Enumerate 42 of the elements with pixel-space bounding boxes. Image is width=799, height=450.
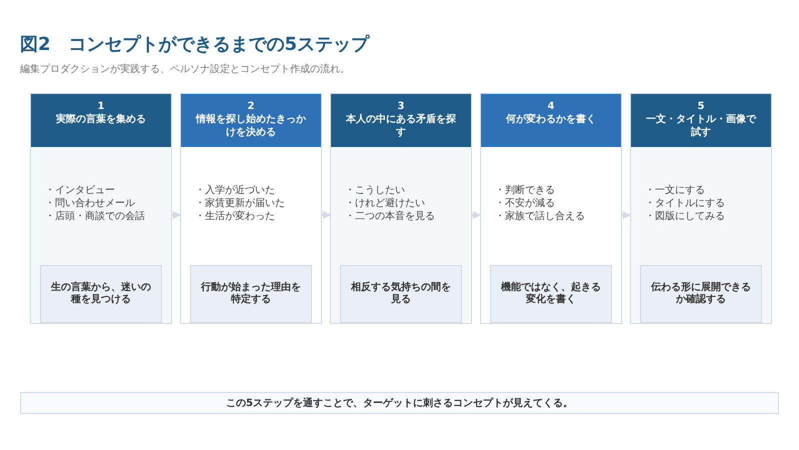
step-title: 実際の言葉を集める: [55, 113, 147, 126]
bullet-item: ・生活が変わった: [195, 210, 276, 223]
summary-box: 行動が始まった理由を特定する: [190, 265, 312, 323]
summary-box: 伝わる形に展開できるか確認する: [640, 265, 762, 323]
bullet-item: ・家族で話し合える: [495, 210, 585, 223]
bullet-item: ・問い合わせメール: [45, 197, 136, 210]
step-title: 一文・タイトル・画像で試す: [645, 113, 758, 139]
step-number: 2: [246, 100, 256, 113]
bullet-item: ・けれど避けたい: [345, 197, 426, 210]
step-number: 3: [396, 100, 406, 113]
bullet-item: ・図版にしてみる: [645, 210, 725, 223]
step-title: 何が変わるかを書く: [504, 113, 597, 126]
summary-banner: この5ステップを通すことで、ターゲットに刺さるコンセプトが見えてくる。: [20, 392, 779, 414]
bullet-item: ・二つの本音を見る: [345, 210, 435, 223]
bullet-item: ・店頭・商談での会話: [45, 210, 145, 223]
bullet-item: ・タイトルにする: [645, 197, 725, 210]
diagram-title: 図2 コンセプトができるまでの5ステップ: [20, 33, 370, 56]
summary-box: 機能ではなく、起きる変化を書く: [490, 265, 612, 323]
bullet-item: ・判断できる: [495, 184, 556, 197]
arrow: [472, 211, 481, 219]
arrow: [172, 211, 181, 219]
step-number: 4: [546, 100, 556, 113]
step-card: [330, 93, 472, 324]
arrow: [622, 211, 631, 219]
step-card: [180, 93, 322, 324]
step-card: [30, 93, 172, 324]
step-number: 1: [96, 100, 106, 113]
arrow: [322, 211, 331, 219]
step-card: [630, 93, 772, 324]
bullet-item: ・インタビュー: [45, 184, 116, 197]
step-title: 本人の中にある矛盾を探す: [344, 113, 457, 139]
summary-box: 生の言葉から、迷いの種を見つける: [40, 265, 162, 323]
bullet-item: ・入学が近づいた: [195, 184, 276, 197]
bullet-item: ・こうしたい: [345, 184, 406, 197]
step-title: 情報を探し始めたきっかけを決める: [194, 113, 307, 139]
bullet-item: ・家賃更新が届いた: [195, 197, 285, 210]
step-card: [480, 93, 622, 324]
bullet-item: ・不安が減る: [495, 197, 556, 210]
step-number: 5: [696, 100, 706, 113]
subtitle: 編集プロダクションが実践する、ペルソナ設定とコンセプト作成の流れ。: [20, 62, 350, 76]
bullet-item: ・一文にする: [645, 184, 706, 197]
summary-box: 相反する気持ちの間を見る: [340, 265, 462, 323]
